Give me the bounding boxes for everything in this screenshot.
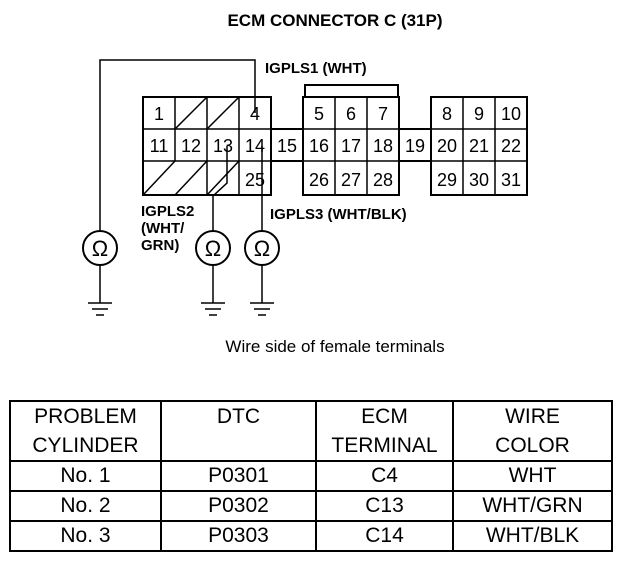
pin-26: 26 xyxy=(309,170,329,190)
header-ecm-terminal: ECM TERMINAL xyxy=(315,400,454,462)
pin-18: 18 xyxy=(373,136,393,156)
cell-dtc: P0301 xyxy=(160,460,317,492)
wire-igpls2 xyxy=(212,146,228,231)
cell-wire-color: WHT/BLK xyxy=(452,520,613,552)
pin-12: 12 xyxy=(181,136,201,156)
dtc-table: PROBLEM CYLINDER DTC ECM TERMINAL WIRE C… xyxy=(9,400,613,552)
table-row: No. 3 P0303 C14 WHT/BLK xyxy=(9,520,613,552)
pin-20: 20 xyxy=(437,136,457,156)
igpls3-label: IGPLS3 (WHT/BLK) xyxy=(270,206,407,223)
probe-wires xyxy=(99,59,263,303)
pin-9: 9 xyxy=(474,104,484,124)
wire-igpls1 xyxy=(99,59,256,231)
pin-19: 19 xyxy=(405,136,425,156)
cell-cylinder: No. 3 xyxy=(9,520,162,552)
header-problem-cylinder: PROBLEM CYLINDER xyxy=(9,400,162,462)
cell-wire-color: WHT/GRN xyxy=(452,490,613,522)
cavity-grid xyxy=(143,97,527,195)
pin-22: 22 xyxy=(501,136,521,156)
pin-27: 27 xyxy=(341,170,361,190)
table-row: No. 2 P0302 C13 WHT/GRN xyxy=(9,490,613,522)
ecm-connector-diagram: ECM CONNECTOR C (31P) 1 4 5 xyxy=(82,11,528,356)
pin-29: 29 xyxy=(437,170,457,190)
igpls1-label: IGPLS1 (WHT) xyxy=(265,60,367,77)
ground-icon xyxy=(88,302,112,316)
ohmmeter-2: Ω xyxy=(195,230,231,266)
ohm-icon: Ω xyxy=(92,236,108,261)
cell-terminal: C14 xyxy=(315,520,454,552)
pin-30: 30 xyxy=(469,170,489,190)
pin-4: 4 xyxy=(250,104,260,124)
ohmmeter-3: Ω xyxy=(244,230,280,266)
pin-10: 10 xyxy=(501,104,521,124)
pin-5: 5 xyxy=(314,104,324,124)
pin-21: 21 xyxy=(469,136,489,156)
pin-numbers: 1 4 5 6 7 8 9 10 11 12 13 14 15 16 17 18… xyxy=(150,104,521,190)
cell-cylinder: No. 2 xyxy=(9,490,162,522)
right-block xyxy=(430,96,528,196)
connector-title: ECM CONNECTOR C (31P) xyxy=(227,11,442,30)
cell-wire-color: WHT xyxy=(452,460,613,492)
diagram-caption: Wire side of female terminals xyxy=(225,337,444,356)
cell-terminal: C13 xyxy=(315,490,454,522)
ground-icons xyxy=(88,302,274,316)
pin-31: 31 xyxy=(501,170,521,190)
pin-25: 25 xyxy=(245,170,265,190)
pin-13: 13 xyxy=(213,136,233,156)
table-header-row: PROBLEM CYLINDER DTC ECM TERMINAL WIRE C… xyxy=(9,400,613,462)
pin-8: 8 xyxy=(442,104,452,124)
unused-cavities xyxy=(142,96,240,196)
table-row: No. 1 P0301 C4 WHT xyxy=(9,460,613,492)
ohm-icon: Ω xyxy=(205,236,221,261)
pin-17: 17 xyxy=(341,136,361,156)
cell-dtc: P0302 xyxy=(160,490,317,522)
cell-dtc: P0303 xyxy=(160,520,317,552)
pin-6: 6 xyxy=(346,104,356,124)
ohmmeter-1: Ω xyxy=(82,230,118,266)
igpls2-label-line1: IGPLS2 xyxy=(141,203,194,220)
igpls2-label-line2: (WHT/ xyxy=(141,220,185,237)
pin-15: 15 xyxy=(277,136,297,156)
pin-11: 11 xyxy=(150,136,169,156)
ground-icon xyxy=(250,302,274,316)
header-wire-color: WIRE COLOR xyxy=(452,400,613,462)
igpls2-label-line3: GRN) xyxy=(141,237,179,254)
lock-tab xyxy=(304,84,399,97)
pin-28: 28 xyxy=(373,170,393,190)
pin-7: 7 xyxy=(378,104,388,124)
header-dtc: DTC xyxy=(160,400,317,462)
ground-icon xyxy=(201,302,225,316)
pin-1: 1 xyxy=(154,104,164,124)
pin-16: 16 xyxy=(309,136,329,156)
pin-14: 14 xyxy=(245,136,265,156)
ohm-icon: Ω xyxy=(254,236,270,261)
cell-terminal: C4 xyxy=(315,460,454,492)
cell-cylinder: No. 1 xyxy=(9,460,162,492)
